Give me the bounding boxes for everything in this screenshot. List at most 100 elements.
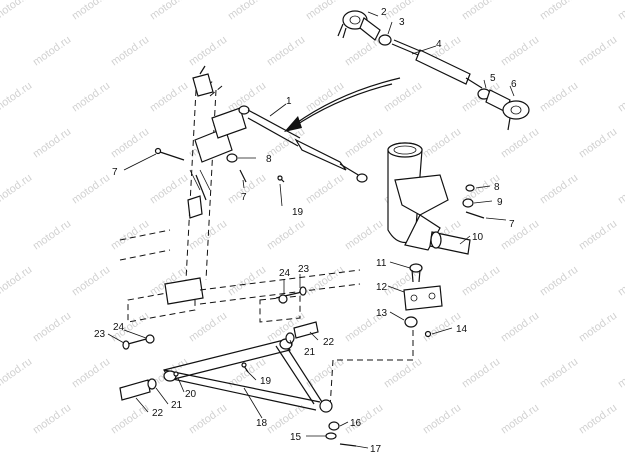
callout-1: 1 bbox=[286, 96, 292, 107]
watermark-text: motod.ru bbox=[616, 0, 625, 22]
callout-7-right: 7 bbox=[509, 219, 515, 230]
watermark-text: motod.ru bbox=[343, 126, 385, 161]
watermark-text: motod.ru bbox=[31, 402, 73, 437]
leader-lines bbox=[107, 11, 515, 449]
tie-rod-end-left bbox=[337, 10, 381, 41]
watermark-text: motod.ru bbox=[460, 356, 502, 391]
washer-8-right bbox=[462, 198, 474, 208]
callout-22-left: 22 bbox=[152, 408, 164, 419]
callout-9: 8 bbox=[494, 182, 500, 193]
cotter-pin-7-column bbox=[239, 169, 247, 183]
watermark-text: motod.ru bbox=[577, 34, 619, 69]
callout-7-column: 7 bbox=[241, 192, 247, 203]
watermark-text: motod.ru bbox=[265, 34, 307, 69]
ball-joint-plate-12 bbox=[403, 285, 443, 311]
callout-15: 15 bbox=[290, 432, 302, 443]
watermark-text: motod.ru bbox=[226, 0, 268, 22]
watermark-text: motod.ru bbox=[577, 218, 619, 253]
callout-11: 11 bbox=[376, 258, 387, 269]
callout-7-left: 7 bbox=[112, 167, 118, 178]
watermark-text: motod.ru bbox=[70, 80, 112, 115]
callout-19-upper: 19 bbox=[292, 207, 304, 218]
watermark-text: motod.ru bbox=[0, 0, 34, 22]
callout-labels: 2 3 4 5 6 1 7 8 7 19 8 9 7 10 11 12 13 1… bbox=[94, 7, 517, 455]
bushing-22-left bbox=[119, 379, 151, 401]
watermark-text: motod.ru bbox=[226, 264, 268, 299]
ball-joint-13 bbox=[404, 316, 418, 328]
washer-21-left bbox=[147, 378, 157, 390]
grease-fitting-19-arm bbox=[241, 362, 249, 373]
spindle-axle-10 bbox=[429, 231, 471, 255]
watermark-text: motod.ru bbox=[577, 402, 619, 437]
jam-nut-left bbox=[378, 34, 392, 46]
grease-fitting-20 bbox=[173, 371, 179, 377]
watermark-text: motod.ru bbox=[304, 172, 346, 207]
callout-10: 10 bbox=[472, 232, 484, 243]
watermark-text: motod.ru bbox=[304, 356, 346, 391]
callout-24-upper: 24 bbox=[279, 268, 291, 279]
watermark-text: motod.ru bbox=[421, 126, 463, 161]
washer-8-upper bbox=[226, 153, 238, 163]
callout-18: 18 bbox=[256, 418, 268, 429]
callout-6: 6 bbox=[511, 79, 517, 90]
watermark-text: motod.ru bbox=[31, 126, 73, 161]
watermark-text: motod.ru bbox=[0, 172, 34, 207]
watermark-text: motod.ru bbox=[538, 172, 580, 207]
steering-column bbox=[185, 65, 247, 281]
watermark-text: motod.ru bbox=[538, 356, 580, 391]
callout-21-left: 21 bbox=[171, 400, 183, 411]
watermark-text: motod.ru bbox=[616, 264, 625, 299]
watermark-text: motod.ru bbox=[70, 356, 112, 391]
watermark-text: motod.ru bbox=[109, 126, 151, 161]
watermark-text: motod.ru bbox=[577, 310, 619, 345]
watermark-text: motod.ru bbox=[148, 80, 190, 115]
watermark-text: motod.ru bbox=[187, 310, 229, 345]
watermark-text: motod.ru bbox=[31, 218, 73, 253]
cotter-pin-17 bbox=[339, 443, 357, 447]
cotter-pin-7-right bbox=[465, 211, 485, 219]
watermark-text: motod.ru bbox=[70, 172, 112, 207]
nut-16 bbox=[328, 421, 340, 431]
callout-13: 13 bbox=[376, 308, 388, 319]
callout-2: 2 bbox=[381, 7, 387, 18]
tie-rod-shaft bbox=[391, 39, 483, 89]
watermark-text: motod.ru bbox=[148, 0, 190, 22]
watermark-text: motod.ru bbox=[304, 0, 346, 22]
lower-a-arm bbox=[163, 338, 333, 413]
watermark-text: motod.ru bbox=[616, 80, 625, 115]
callout-20: 20 bbox=[185, 389, 197, 400]
watermark-text: motod.ru bbox=[538, 0, 580, 22]
watermark-text: motod.ru bbox=[265, 218, 307, 253]
watermark-text: motod.ru bbox=[226, 172, 268, 207]
watermark-text: motod.ru bbox=[499, 34, 541, 69]
grease-fitting-19-upper bbox=[277, 175, 285, 183]
callout-17: 17 bbox=[370, 444, 382, 455]
watermark-text: motod.ru bbox=[109, 402, 151, 437]
watermark-text: motod.ru bbox=[538, 80, 580, 115]
watermark-text: motod.ru bbox=[382, 356, 424, 391]
watermark-text: motod.ru bbox=[31, 310, 73, 345]
watermark-text: motod.ru bbox=[616, 356, 625, 391]
watermark-text: motod.ru bbox=[31, 34, 73, 69]
callout-5: 5 bbox=[490, 73, 496, 84]
nut-9 bbox=[465, 184, 475, 192]
knuckle-to-arm-dashline bbox=[329, 330, 414, 409]
washer-21-right bbox=[285, 332, 295, 344]
watermark-text: motod.ru bbox=[0, 80, 34, 115]
watermark-text: motod.ru bbox=[421, 402, 463, 437]
watermark-text: motod.ru bbox=[0, 264, 34, 299]
bushing-22-right bbox=[293, 321, 319, 339]
callout-23-upper: 23 bbox=[298, 264, 310, 275]
watermark-text: motod.ru bbox=[538, 264, 580, 299]
watermark-layer: motod.ru motod.ru motod.ru motod.ru motod.ru… bbox=[0, 0, 625, 436]
grease-fitting-14 bbox=[424, 330, 432, 338]
frame-bracket bbox=[119, 229, 361, 323]
watermark-text: motod.ru bbox=[460, 264, 502, 299]
watermark-text: motod.ru bbox=[187, 34, 229, 69]
watermark-text: motod.ru bbox=[148, 172, 190, 207]
washer-15 bbox=[325, 432, 337, 440]
washer-24-left bbox=[145, 334, 155, 344]
watermark-text: motod.ru bbox=[499, 126, 541, 161]
watermark-text: motod.ru bbox=[499, 402, 541, 437]
